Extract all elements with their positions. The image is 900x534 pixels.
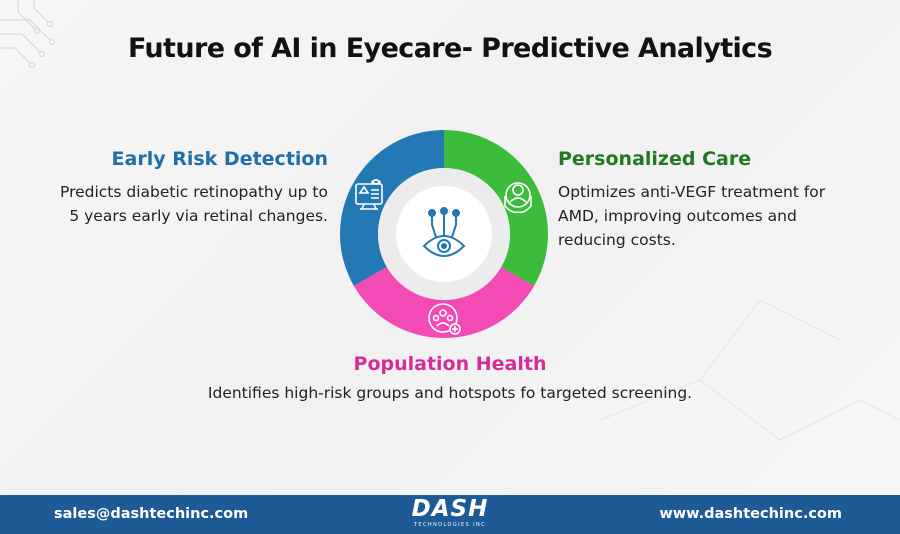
segment-personalized-care [444, 130, 548, 286]
footer-website-link[interactable]: www.dashtechinc.com [659, 506, 842, 522]
dash-logo: DASH TECHNOLOGIES INC [409, 497, 491, 529]
description-early-risk-detection: Predicts diabetic retinopathy up to 5 ye… [60, 183, 328, 225]
logo-main-text: DASH [411, 496, 489, 522]
ai-eye-icon [422, 207, 466, 257]
description-population-health: Identifies high-risk groups and hotspots… [207, 384, 693, 402]
heading-early-risk-detection: Early Risk Detection [111, 148, 328, 170]
heading-population-health: Population Health [353, 353, 547, 375]
logo-sub-text: TECHNOLOGIES INC [413, 522, 487, 528]
segment-population-health [353, 267, 535, 338]
footer-email-link[interactable]: sales@dashtechinc.com [54, 506, 249, 522]
heading-personalized-care: Personalized Care [558, 148, 752, 170]
footer-bar: sales@dashtechinc.com DASH TECHNOLOGIES … [0, 495, 900, 534]
description-personalized-care: Optimizes anti-VEGF treatment for AMD, i… [558, 183, 826, 249]
page-title: Future of AI in Eyecare- Predictive Anal… [127, 33, 773, 64]
hands-person-icon [504, 182, 532, 214]
eye-monitor-icon [355, 179, 383, 210]
segment-early-risk [340, 130, 444, 286]
group-health-icon [428, 303, 461, 335]
